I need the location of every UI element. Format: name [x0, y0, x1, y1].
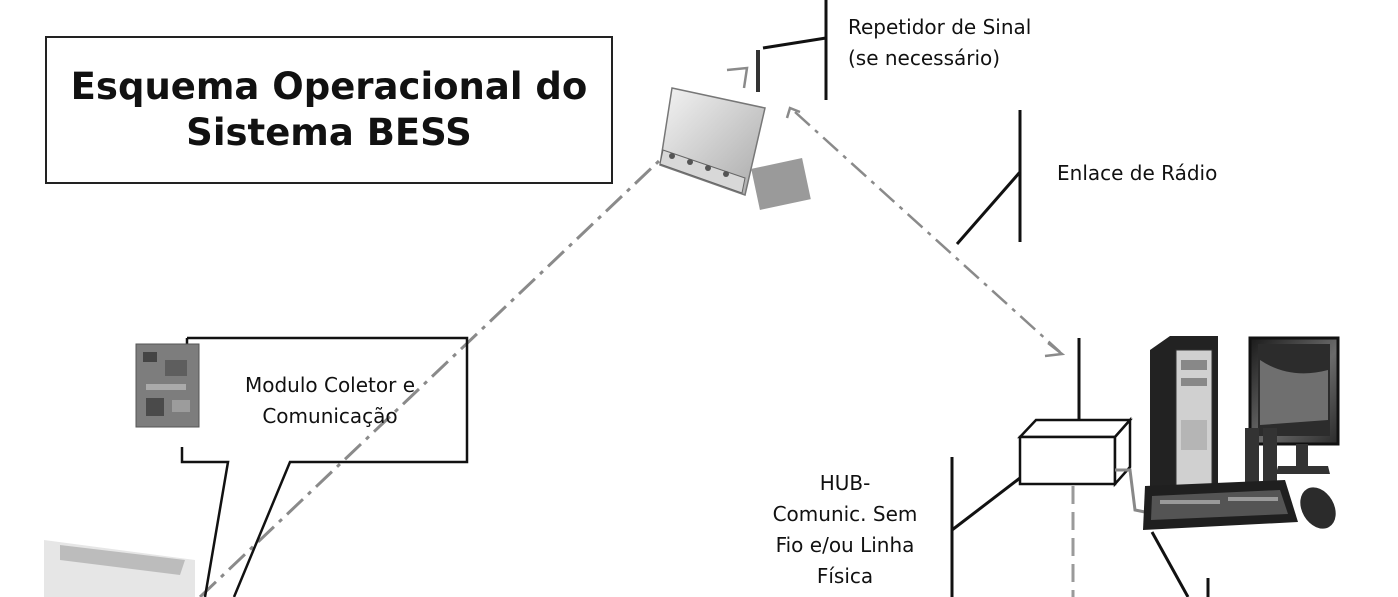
- hub-cable: [1115, 468, 1146, 514]
- collector-label: Modulo Coletor e Comunicação: [210, 370, 450, 432]
- title-box: Esquema Operacional do Sistema BESS: [45, 36, 613, 184]
- circuit-board-icon: [135, 343, 200, 428]
- hub-box-icon: [1017, 416, 1133, 488]
- collector-label-line-1: Modulo Coletor e: [244, 373, 416, 397]
- mouse-icon: [1300, 487, 1336, 529]
- callout-lines: [762, 0, 1210, 597]
- repeater-label-line-2: (se necessário): [848, 46, 1001, 70]
- repeater-label-line-1: Repetidor de Sinal: [848, 15, 1032, 39]
- hub-label: HUB- Comunic. Sem Fio e/ou Linha Física: [740, 468, 950, 592]
- hub-label-line-4: Física: [816, 564, 874, 588]
- router-icon: [659, 50, 811, 210]
- title-line-2: Sistema BESS: [186, 111, 472, 154]
- title-line-1: Esquema Operacional do: [70, 65, 588, 108]
- computer-icon: [1150, 336, 1340, 500]
- collector-label-line-2: Comunicação: [262, 404, 398, 428]
- repeater-label: Repetidor de Sinal (se necessário): [848, 12, 1031, 74]
- hub-label-line-3: Fio e/ou Linha: [775, 533, 915, 557]
- meter-icon: [44, 540, 195, 597]
- hub-label-line-2: Comunic. Sem: [772, 502, 918, 526]
- radio-link-left: [198, 158, 662, 597]
- radio-link-label: Enlace de Rádio: [1057, 161, 1218, 185]
- keyboard-icon: [1143, 480, 1298, 530]
- arrow-heads: [726, 66, 1066, 358]
- hub-label-line-1: HUB-: [819, 471, 871, 495]
